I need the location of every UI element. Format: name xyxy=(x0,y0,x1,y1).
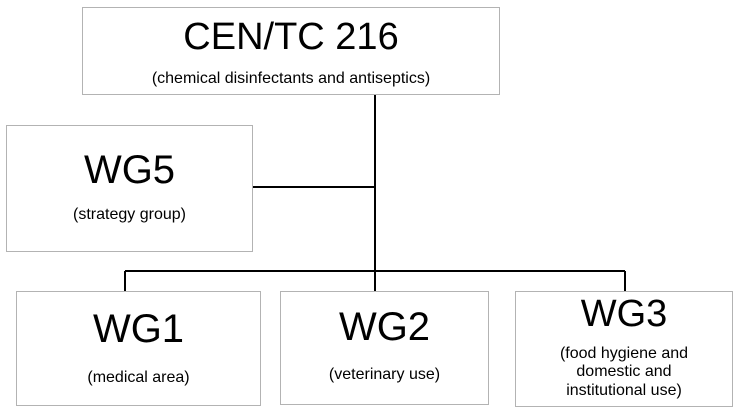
subtitle-line: institutional use) xyxy=(566,381,682,399)
subtitle-line: (food hygiene and xyxy=(559,345,689,362)
node-title: WG1 xyxy=(92,307,185,351)
node-title: WG2 xyxy=(338,305,431,349)
node-subtitle: (chemical disinfectants and antiseptics) xyxy=(151,70,431,87)
node-subtitle: (strategy group) xyxy=(73,206,186,223)
node-cen-tc-216: CEN/TC 216 (chemical disinfectants and a… xyxy=(82,7,500,95)
node-title: WG5 xyxy=(83,148,176,192)
node-wg5: WG5 (strategy group) xyxy=(6,125,253,252)
subtitle-line: domestic and xyxy=(576,363,672,381)
node-wg3: WG3 (food hygiene and domestic and insti… xyxy=(515,291,733,407)
node-title: CEN/TC 216 xyxy=(183,16,399,58)
node-subtitle: (medical area) xyxy=(87,369,190,386)
node-subtitle: (veterinary use) xyxy=(328,366,441,383)
node-wg2: WG2 (veterinary use) xyxy=(280,291,489,405)
node-title: WG3 xyxy=(580,293,668,335)
node-subtitle: (food hygiene and domestic and instituti… xyxy=(516,345,732,400)
node-wg1: WG1 (medical area) xyxy=(16,291,261,406)
